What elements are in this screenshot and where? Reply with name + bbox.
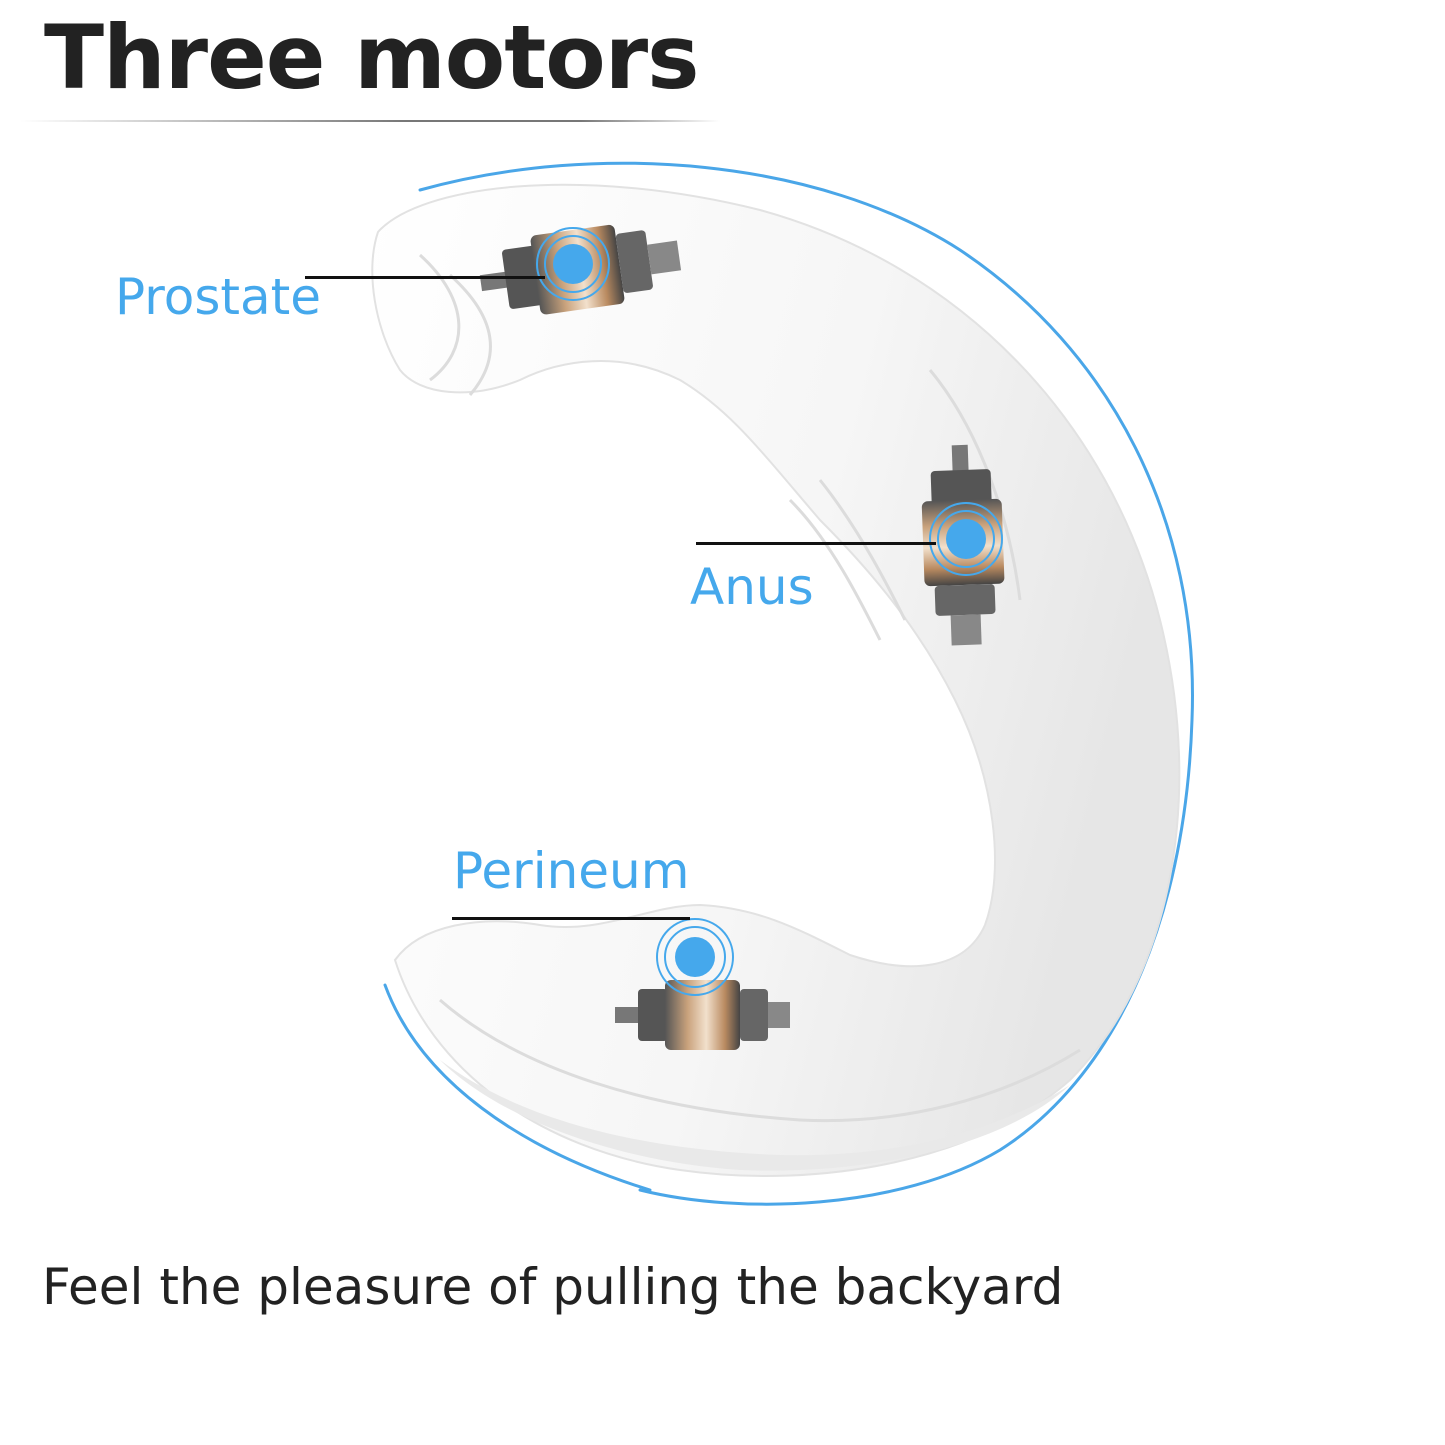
label-perineum: Perineum: [453, 842, 690, 900]
motor-icon: [479, 224, 682, 315]
label-prostate: Prostate: [115, 268, 321, 326]
label-anus: Anus: [690, 558, 814, 616]
prostate-leader-line: [305, 276, 545, 279]
title-divider: [20, 120, 720, 122]
perineum-leader-line: [452, 917, 690, 920]
device-body: [371, 183, 1181, 1177]
tagline: Feel the pleasure of pulling the backyar…: [42, 1258, 1064, 1316]
vibration-target-icon: [929, 502, 1003, 576]
vibration-target-icon: [656, 918, 734, 996]
anus-leader-line: [696, 542, 936, 545]
motor-icon: [615, 980, 790, 1050]
page-title: Three motors: [44, 6, 700, 109]
vibration-target-icon: [536, 227, 610, 301]
outline-arc: [383, 161, 1194, 1206]
